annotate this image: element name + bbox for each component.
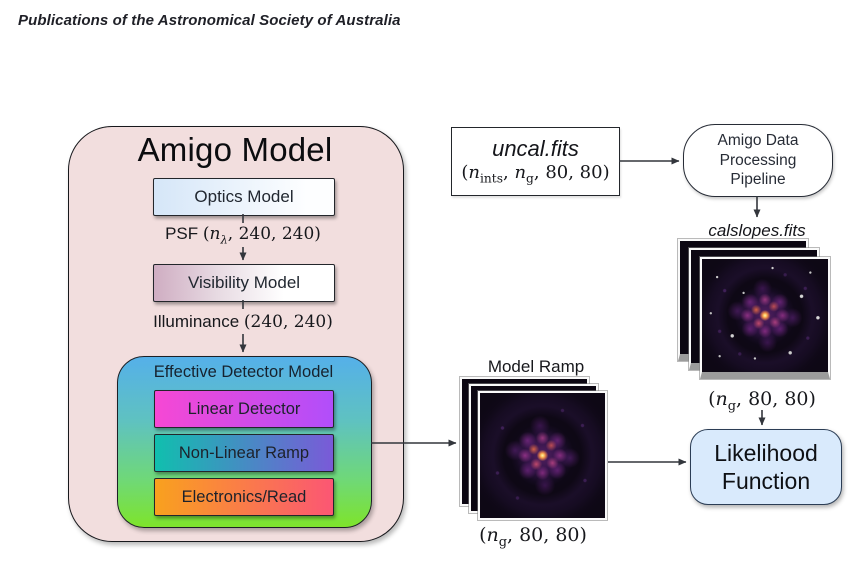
non-linear-ramp-box: Non-Linear Ramp — [154, 434, 334, 472]
journal-header: Publications of the Astronomical Society… — [18, 12, 401, 29]
uncal-fits-title: uncal.fits — [492, 135, 579, 161]
pipeline-line-3: Pipeline — [730, 171, 786, 189]
electronics-read-label: Electronics/Read — [181, 487, 307, 506]
illuminance-label: Illuminance (240, 240) — [153, 312, 333, 332]
model-ramp-title: Model Ramp — [487, 357, 585, 376]
amigo-data-processing-pipeline-box: Amigo Data Processing Pipeline — [683, 124, 833, 197]
non-linear-ramp-label: Non-Linear Ramp — [178, 443, 310, 462]
uncal-fits-dims: (nints, ng, 80, 80) — [461, 161, 610, 186]
pipeline-line-2: Processing — [719, 151, 797, 169]
linear-detector-label: Linear Detector — [187, 399, 301, 418]
likelihood-line-1: Likelihood — [714, 439, 818, 466]
amigo-model-title: Amigo Model — [137, 131, 333, 168]
pipeline-line-1: Amigo Data — [717, 131, 799, 149]
optics-model-box: Optics Model — [153, 178, 335, 216]
likelihood-line-2: Function — [721, 468, 811, 494]
electronics-read-box: Electronics/Read — [154, 478, 334, 516]
calslopes-stack-sheet-front — [700, 257, 830, 379]
visibility-model-box: Visibility Model — [153, 264, 335, 302]
optics-model-label: Optics Model — [194, 187, 294, 206]
calslopes-dims: (ng, 80, 80) — [708, 388, 816, 414]
likelihood-function-box: Likelihood Function — [690, 429, 842, 505]
effective-detector-model-title: Effective Detector Model — [153, 363, 334, 381]
visibility-model-label: Visibility Model — [187, 273, 301, 292]
linear-detector-box: Linear Detector — [154, 390, 334, 428]
model-ramp-psf-image — [480, 393, 605, 518]
calslopes-fits-title: calslopes.fits — [708, 221, 806, 240]
model-ramp-sheet-front — [478, 391, 607, 520]
calslopes-psf-image — [702, 259, 828, 372]
psf-label: PSF (nλ, 240, 240) — [165, 224, 321, 247]
uncal-fits-box: uncal.fits (nints, ng, 80, 80) — [451, 127, 620, 196]
model-ramp-dims: (ng, 80, 80) — [479, 524, 587, 550]
